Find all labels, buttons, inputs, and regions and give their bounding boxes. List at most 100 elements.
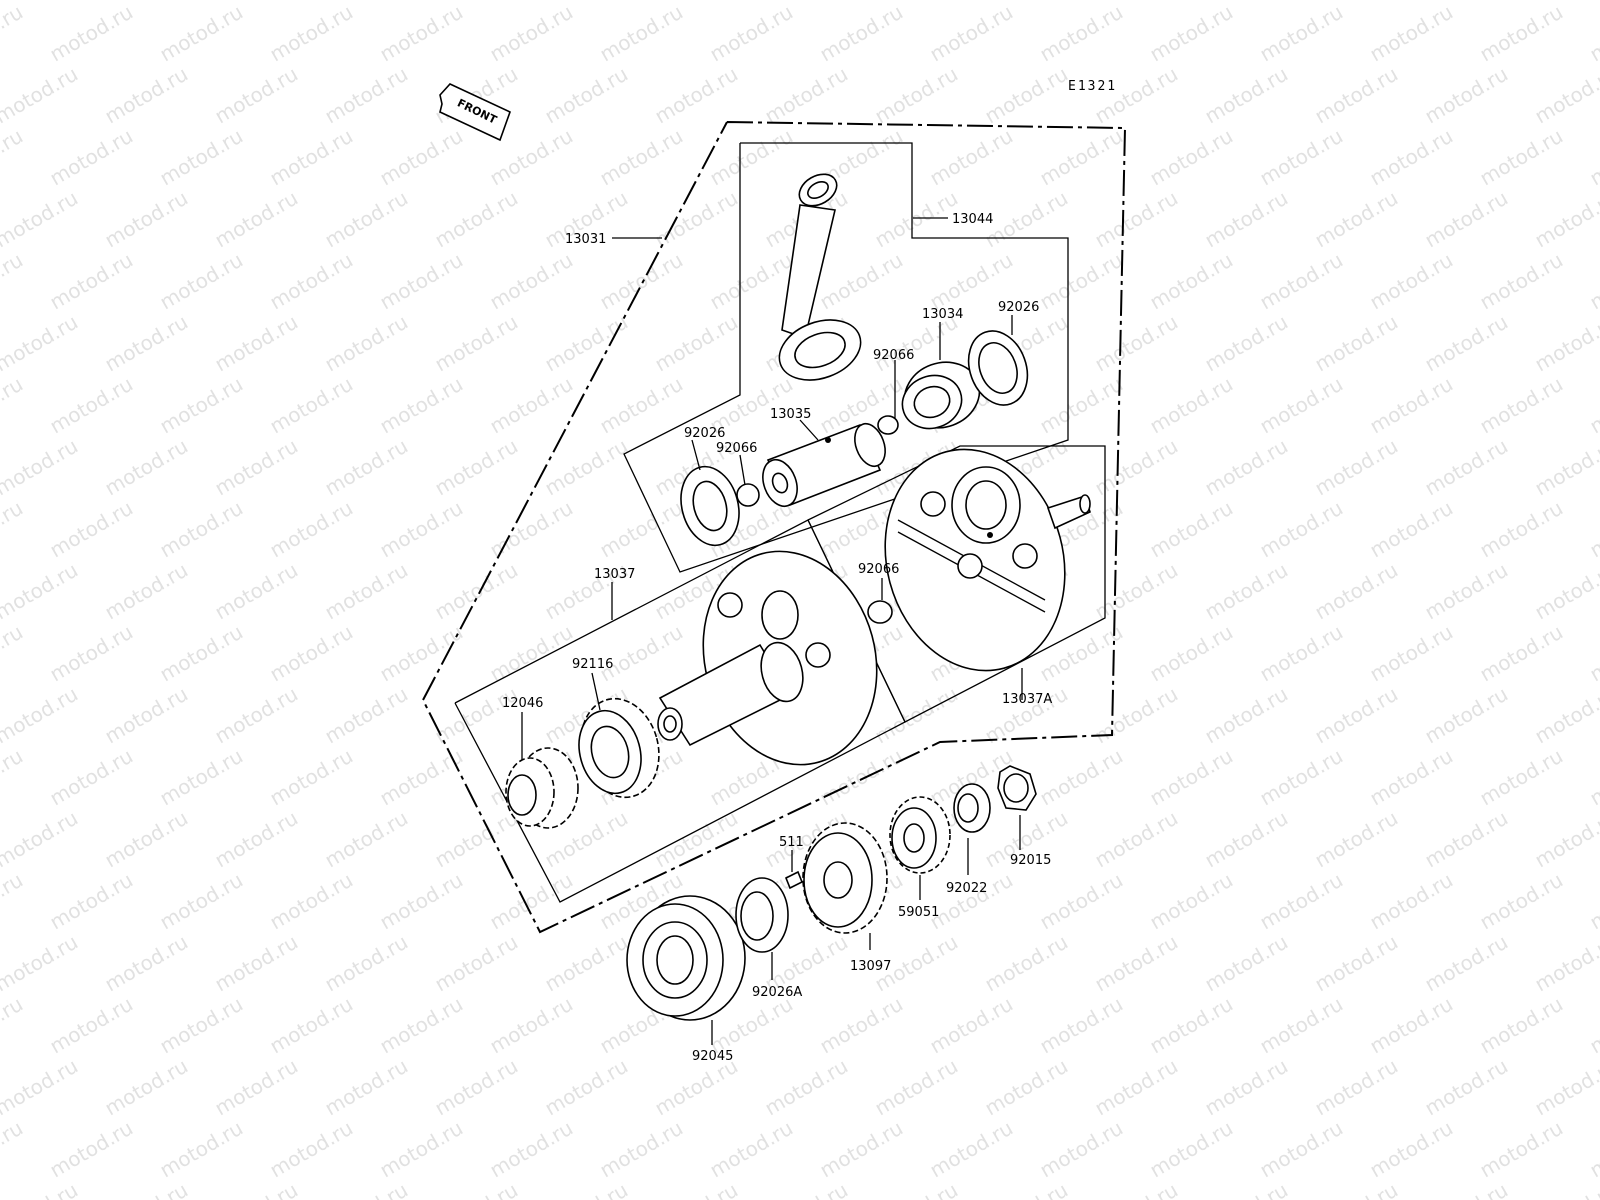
watermark-text: motod.ru bbox=[1256, 248, 1347, 315]
watermark-text: motod.ru bbox=[541, 434, 632, 501]
watermark-text: motod.ru bbox=[101, 682, 192, 749]
watermark-text: motod.ru bbox=[1201, 434, 1292, 501]
watermark-text: motod.ru bbox=[1256, 992, 1347, 1059]
watermark-text: motod.ru bbox=[376, 0, 467, 66]
watermark-text: motod.ru bbox=[1476, 124, 1567, 191]
watermark-text: motod.ru bbox=[1311, 1178, 1402, 1200]
watermark-text: motod.ru bbox=[1421, 310, 1512, 377]
watermark-text: motod.ru bbox=[211, 62, 302, 129]
label-13034: 13034 bbox=[922, 307, 963, 322]
watermark-text: motod.ru bbox=[1476, 620, 1567, 687]
watermark-text: motod.ru bbox=[376, 496, 467, 563]
watermark-text: motod.ru bbox=[1036, 248, 1127, 315]
label-511: 511 bbox=[779, 835, 804, 850]
watermark-text: motod.ru bbox=[926, 992, 1017, 1059]
watermark-text: motod.ru bbox=[596, 1116, 687, 1183]
watermark-text: motod.ru bbox=[46, 372, 137, 439]
connecting-rod-boundary bbox=[623, 142, 1069, 573]
watermark-text: motod.ru bbox=[1311, 310, 1402, 377]
watermark-text: motod.ru bbox=[486, 1116, 577, 1183]
watermark-text: motod.ru bbox=[0, 0, 27, 66]
label-13044: 13044 bbox=[952, 212, 993, 227]
watermark-text: motod.ru bbox=[266, 0, 357, 66]
gear-13097-icon bbox=[802, 822, 888, 934]
watermark-text: motod.ru bbox=[1146, 744, 1237, 811]
watermark-text: motod.ru bbox=[1091, 434, 1182, 501]
watermark-text: motod.ru bbox=[376, 744, 467, 811]
watermark-text: motod.ru bbox=[1421, 682, 1512, 749]
watermark-text: motod.ru bbox=[1476, 1116, 1567, 1183]
watermark-text: motod.ru bbox=[981, 930, 1072, 997]
watermark-text: motod.ru bbox=[596, 496, 687, 563]
watermark-text: motod.ru bbox=[541, 0, 632, 4]
watermark-text: motod.ru bbox=[1201, 682, 1292, 749]
watermark-text: motod.ru bbox=[1476, 372, 1567, 439]
watermark-text: motod.ru bbox=[651, 0, 742, 4]
watermark-text: motod.ru bbox=[46, 992, 137, 1059]
watermark-text: motod.ru bbox=[1421, 930, 1512, 997]
watermark-text: motod.ru bbox=[1311, 682, 1402, 749]
watermark-text: motod.ru bbox=[1036, 1116, 1127, 1183]
watermark-text: motod.ru bbox=[0, 372, 27, 439]
watermark-text: motod.ru bbox=[1531, 434, 1600, 501]
watermark-text: motod.ru bbox=[0, 930, 82, 997]
watermark-text: motod.ru bbox=[486, 372, 577, 439]
watermark-text: motod.ru bbox=[431, 310, 522, 377]
watermark-text: motod.ru bbox=[1366, 1116, 1457, 1183]
watermark-text: motod.ru bbox=[541, 62, 632, 129]
watermark-text: motod.ru bbox=[101, 1054, 192, 1121]
watermark-text: motod.ru bbox=[1146, 124, 1237, 191]
watermark-text: motod.ru bbox=[431, 0, 522, 4]
watermark-text: motod.ru bbox=[761, 1178, 852, 1200]
needle-bearing-icon bbox=[901, 361, 981, 430]
watermark-text: motod.ru bbox=[816, 992, 907, 1059]
watermark-text: motod.ru bbox=[211, 558, 302, 625]
watermark-text: motod.ru bbox=[1531, 930, 1600, 997]
watermark-text: motod.ru bbox=[651, 186, 742, 253]
watermark-text: motod.ru bbox=[0, 992, 27, 1059]
watermark-text: motod.ru bbox=[816, 1116, 907, 1183]
watermark-text: motod.ru bbox=[376, 1116, 467, 1183]
watermark-text: motod.ru bbox=[1586, 496, 1600, 563]
watermark-text: motod.ru bbox=[1586, 248, 1600, 315]
watermark-text: motod.ru bbox=[1311, 0, 1402, 4]
watermark-text: motod.ru bbox=[46, 0, 137, 66]
watermark-text: motod.ru bbox=[46, 496, 137, 563]
watermark-text: motod.ru bbox=[1531, 62, 1600, 129]
watermark-text: motod.ru bbox=[1366, 496, 1457, 563]
watermark-text: motod.ru bbox=[596, 620, 687, 687]
watermark-text: motod.ru bbox=[156, 124, 247, 191]
bushing-mid-icon bbox=[867, 600, 893, 624]
watermark-text: motod.ru bbox=[871, 1054, 962, 1121]
watermark-text: motod.ru bbox=[1586, 744, 1600, 811]
watermark-text: motod.ru bbox=[0, 868, 27, 935]
watermark-text: motod.ru bbox=[706, 124, 797, 191]
watermark-text: motod.ru bbox=[0, 620, 27, 687]
watermark-text: motod.ru bbox=[431, 1054, 522, 1121]
watermark-text: motod.ru bbox=[486, 992, 577, 1059]
watermark-text: motod.ru bbox=[1366, 124, 1457, 191]
watermark-text: motod.ru bbox=[1476, 744, 1567, 811]
watermark-text: motod.ru bbox=[1421, 434, 1512, 501]
watermark-text: motod.ru bbox=[1421, 1178, 1512, 1200]
watermark-text: motod.ru bbox=[1201, 0, 1292, 4]
label-92026A: 92026A bbox=[752, 985, 802, 1000]
watermark-text: motod.ru bbox=[321, 310, 412, 377]
watermark-text: motod.ru bbox=[1311, 806, 1402, 873]
watermark-text: motod.ru bbox=[926, 868, 1017, 935]
watermark-text: motod.ru bbox=[926, 124, 1017, 191]
watermark-text: motod.ru bbox=[266, 620, 357, 687]
watermark-text: motod.ru bbox=[1421, 186, 1512, 253]
watermark-text: motod.ru bbox=[1586, 620, 1600, 687]
watermark-text: motod.ru bbox=[871, 0, 962, 4]
watermark-text: motod.ru bbox=[376, 248, 467, 315]
diagram-code: E1321 bbox=[1068, 79, 1117, 94]
watermark-text: motod.ru bbox=[1201, 1054, 1292, 1121]
oil-seal-icon bbox=[735, 877, 789, 953]
watermark-text: motod.ru bbox=[266, 372, 357, 439]
watermark-text: motod.ru bbox=[156, 0, 247, 66]
watermark-text: motod.ru bbox=[981, 186, 1072, 253]
watermark-text: motod.ru bbox=[1146, 992, 1237, 1059]
watermark-text: motod.ru bbox=[101, 186, 192, 253]
watermark-text: motod.ru bbox=[1421, 806, 1512, 873]
